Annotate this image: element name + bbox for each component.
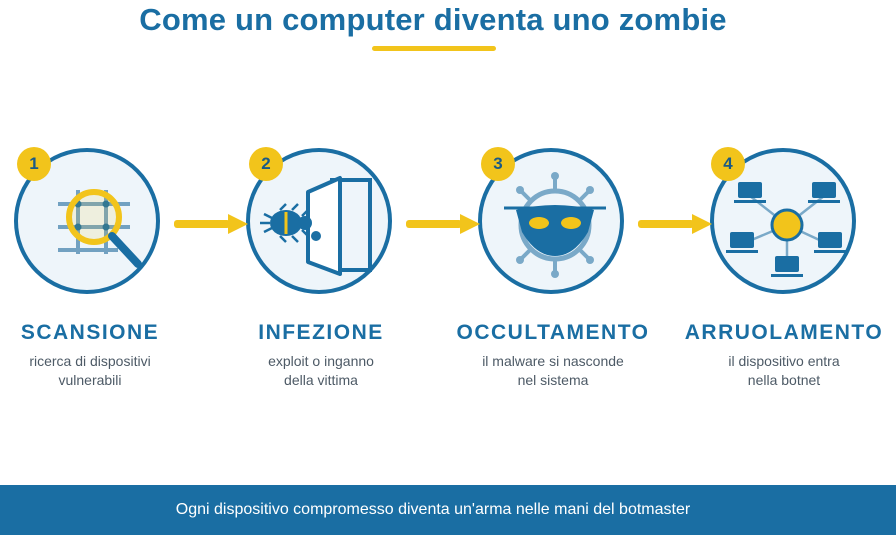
step-1-title: SCANSIONE	[20, 321, 160, 344]
step-3-badge: 3	[481, 147, 515, 181]
step-4-title: ARRUOLAMENTO	[684, 321, 884, 344]
step-3-title: OCCULTAMENTO	[456, 321, 650, 344]
step-2-title: INFEZIONE	[258, 321, 384, 344]
step-1-badge: 1	[17, 147, 51, 181]
step-1-circle	[14, 148, 160, 294]
arrow-right-icon	[638, 214, 712, 234]
step-2-badge: 2	[249, 147, 283, 181]
masked-virus-icon	[504, 172, 606, 278]
step-2-description: exploit o inganno della vittima	[268, 353, 374, 388]
arrow-right-icon	[174, 214, 248, 234]
step-4-description: il dispositivo entra nella botnet	[728, 353, 840, 388]
bug-door-icon	[260, 176, 372, 276]
botnet-network-icon	[726, 182, 846, 277]
footer-text: Ogni dispositivo compromesso diventa un'…	[175, 501, 691, 518]
step-4-badge: 4	[711, 147, 745, 181]
step-1-description: ricerca di dispositivi vulnerabili	[29, 353, 151, 388]
arrow-right-icon	[406, 214, 480, 234]
footer-banner: Ogni dispositivo compromesso diventa un'…	[0, 485, 896, 535]
title-underline	[372, 46, 496, 51]
magnifier-grid-icon	[58, 189, 142, 268]
step-3-description: il malware si nasconde nel sistema	[482, 353, 624, 388]
page-title: Come un computer diventa uno zombie	[139, 2, 727, 37]
